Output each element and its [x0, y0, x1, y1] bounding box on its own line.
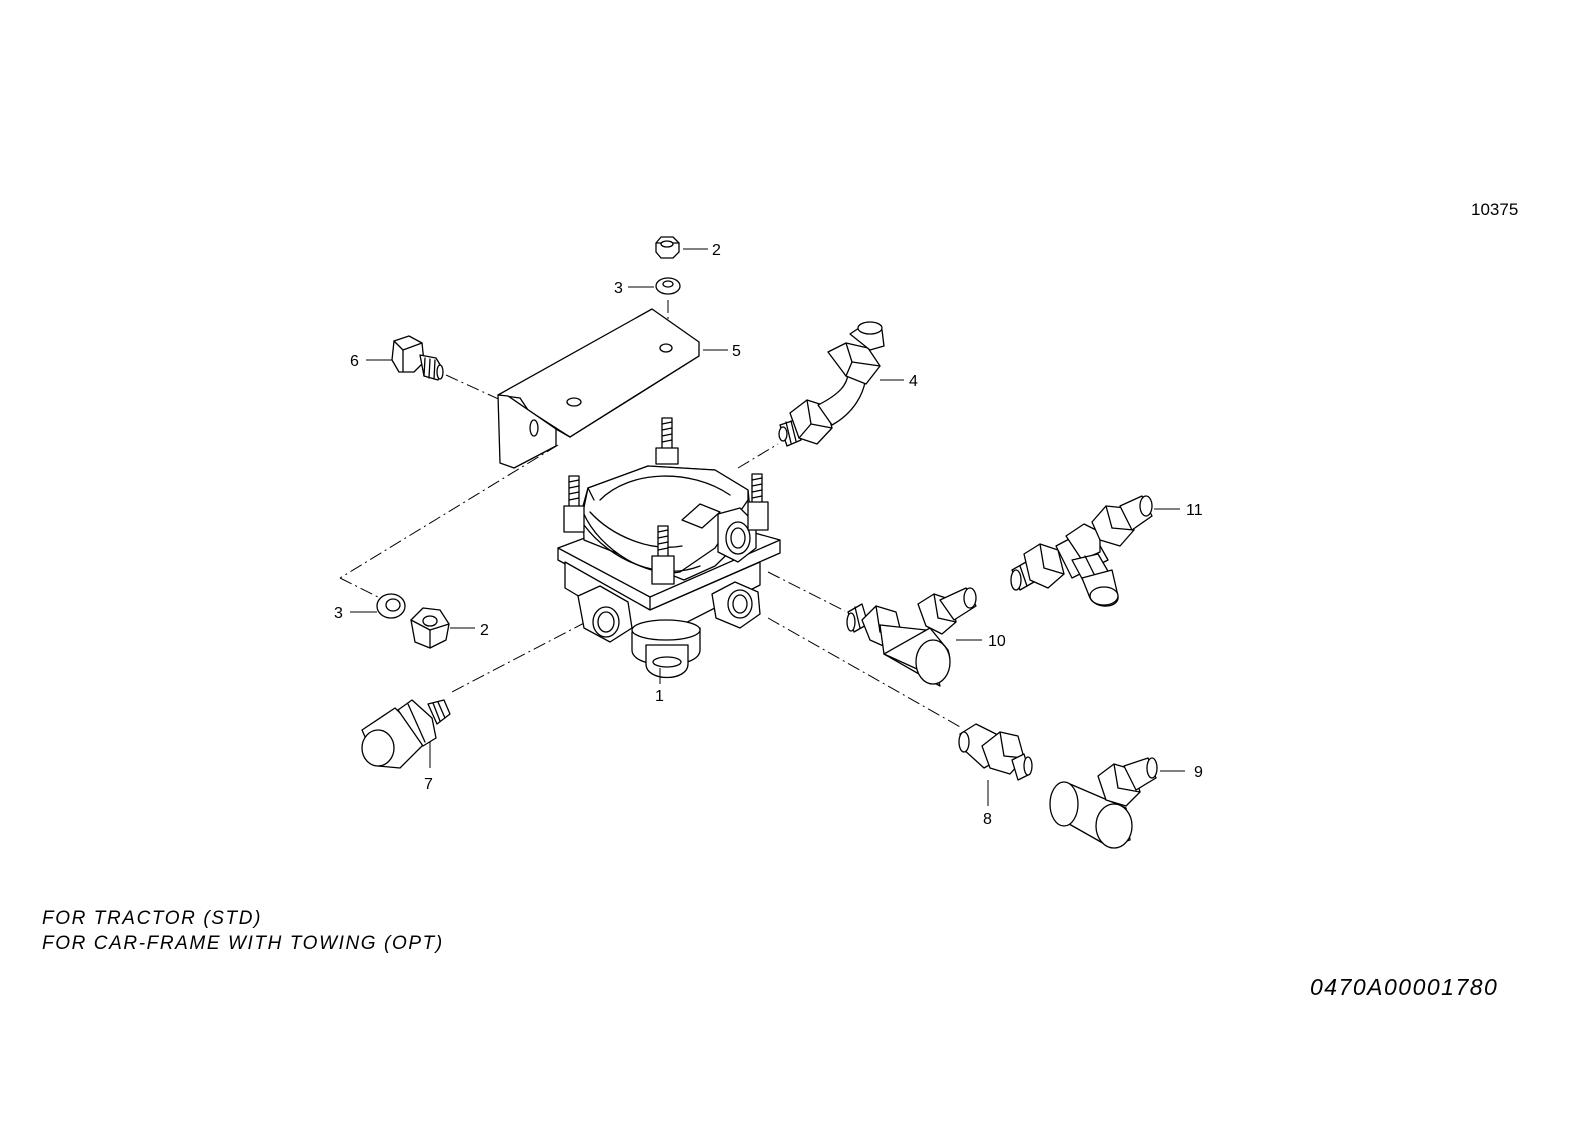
page-code: 10375 [1471, 200, 1519, 219]
footnote-tractor: FOR TRACTOR (STD) [42, 908, 263, 929]
plug [361, 699, 451, 769]
washer-left [376, 593, 406, 619]
callout-1: 1 [655, 688, 664, 705]
elbow-large [1049, 757, 1158, 849]
nut-left [410, 607, 450, 649]
assembly-axis-lines [339, 300, 963, 729]
bracket [497, 308, 700, 469]
callout-4: 4 [909, 373, 918, 390]
elbow-fitting [778, 321, 885, 447]
callout-5: 5 [732, 343, 741, 360]
callout-6: 6 [350, 353, 359, 370]
callout-3-left: 3 [334, 605, 343, 622]
washer-top [655, 277, 681, 295]
connector [958, 723, 1033, 781]
callout-8: 8 [983, 811, 992, 828]
callout-labels: 2 3 5 6 4 11 3 2 10 1 7 9 8 [334, 242, 1203, 828]
drawing-number: 0470A00001780 [1310, 974, 1499, 1000]
callout-7: 7 [424, 776, 433, 793]
bolt [391, 335, 444, 381]
callout-9: 9 [1194, 764, 1203, 781]
leader-lines [350, 248, 1185, 806]
valve-body [557, 417, 781, 678]
callout-2-left: 2 [480, 622, 489, 639]
callout-2-top: 2 [712, 242, 721, 259]
callout-10: 10 [988, 633, 1006, 650]
callout-3-top: 3 [614, 280, 623, 297]
tee-fitting [1010, 495, 1153, 607]
callout-11: 11 [1186, 502, 1203, 519]
footnote-car-frame: FOR CAR-FRAME WITH TOWING (OPT) [42, 933, 444, 954]
elbow-mid [846, 587, 977, 687]
nut-top [655, 236, 680, 259]
footnotes: FOR TRACTOR (STD) FOR CAR-FRAME WITH TOW… [42, 906, 444, 956]
